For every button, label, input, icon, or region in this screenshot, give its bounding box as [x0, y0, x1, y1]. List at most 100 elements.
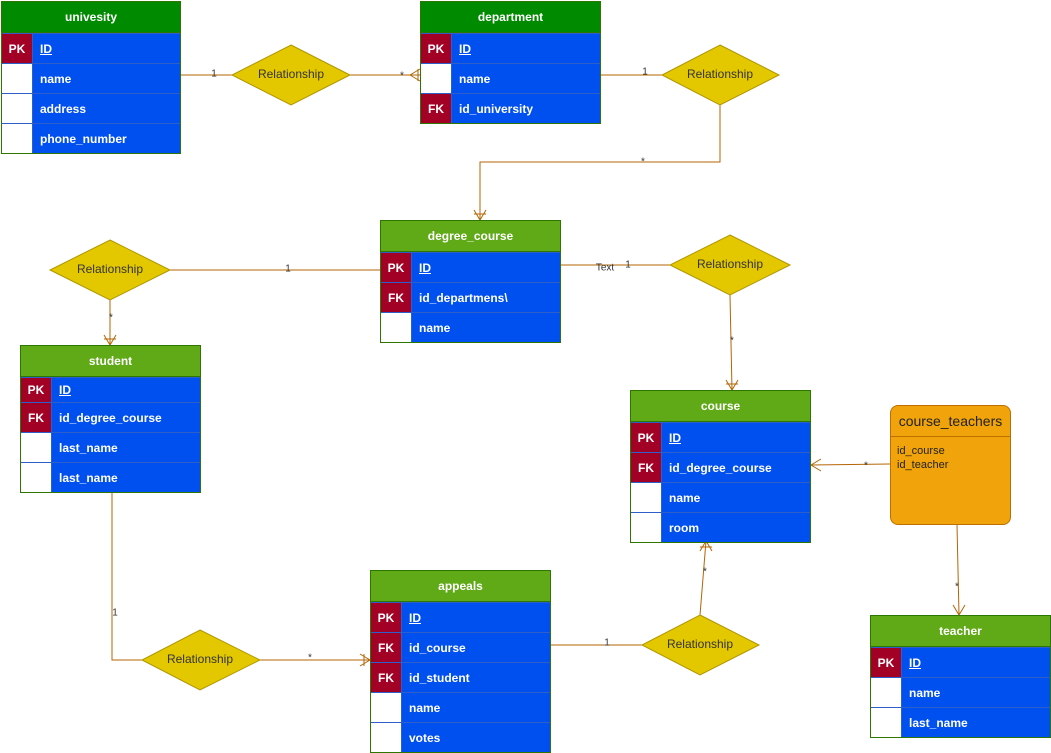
pk-badge: PK — [371, 603, 402, 632]
entity-row[interactable]: last_name — [21, 432, 200, 462]
entity-row[interactable]: name — [371, 692, 550, 722]
field-name: ID — [33, 34, 180, 63]
key-cell — [2, 94, 33, 123]
relationship-diamond-3[interactable] — [48, 239, 172, 301]
field-name: last_name — [52, 463, 200, 492]
fk-badge: FK — [631, 453, 662, 482]
edge-student-rel5 — [111, 486, 142, 661]
key-cell — [871, 678, 902, 707]
entity-title: degree_course — [381, 221, 560, 252]
field-name: ID — [402, 603, 550, 632]
field-name: name — [412, 313, 560, 342]
card-rel4-one: 1 — [625, 260, 631, 271]
card-student-many: * — [109, 313, 113, 324]
field-name: ID — [902, 648, 1050, 677]
field-name: ID — [662, 423, 810, 452]
entity-row[interactable]: last_name — [21, 462, 200, 492]
relationship-diamond-1[interactable] — [230, 44, 352, 106]
field-name: last_name — [52, 433, 200, 462]
relationship-label-5: Relationship — [167, 652, 233, 666]
relationship-diamond-4[interactable] — [668, 234, 792, 296]
entity-row[interactable]: last_name — [871, 707, 1050, 737]
edge-course-teachers-teacher — [956, 524, 960, 616]
field-name: room — [662, 513, 810, 542]
fk-badge: FK — [371, 663, 402, 692]
field-name: ID — [412, 253, 560, 282]
fk-badge: FK — [381, 283, 412, 312]
card-univesity-one: 1 — [211, 69, 217, 80]
entity-row[interactable]: name — [871, 677, 1050, 707]
entity-row[interactable]: address — [2, 93, 180, 123]
course-teachers-field: id_teacher — [897, 459, 949, 471]
edge-text-label: Text — [596, 263, 615, 274]
field-name: votes — [402, 723, 550, 752]
entity-title: teacher — [871, 616, 1050, 647]
key-cell — [2, 64, 33, 93]
field-name: id_university — [452, 94, 600, 123]
entity-row[interactable]: name — [381, 312, 560, 342]
pk-badge: PK — [381, 253, 412, 282]
fk-badge: FK — [21, 403, 52, 432]
card-course-teachers-many: * — [864, 461, 868, 472]
relationship-label-1: Relationship — [258, 67, 324, 81]
card-degree-course-one: 1 — [285, 264, 291, 275]
entity-row[interactable]: name — [2, 63, 180, 93]
edge-rel2-degree-course — [479, 100, 721, 220]
entity-title: univesity — [2, 2, 180, 33]
relationship-label-2: Relationship — [687, 67, 753, 81]
field-name: ID — [452, 34, 600, 63]
entity-course-teachers[interactable]: course_teachers id_course id_teacher — [890, 405, 1011, 525]
card-course-bottom-many: * — [703, 567, 707, 578]
key-cell — [21, 463, 52, 492]
field-name: name — [452, 64, 600, 93]
field-name: id_course — [402, 633, 550, 662]
key-cell — [21, 433, 52, 462]
pk-badge: PK — [421, 34, 452, 63]
key-cell — [631, 483, 662, 512]
field-name: ID — [52, 378, 200, 402]
card-department-one: 1 — [642, 67, 648, 78]
relationship-diamond-6[interactable] — [640, 614, 761, 676]
key-cell — [421, 64, 452, 93]
key-cell — [381, 313, 412, 342]
entity-row[interactable]: name — [421, 63, 600, 93]
key-cell — [371, 723, 402, 752]
field-name: name — [902, 678, 1050, 707]
pk-badge: PK — [631, 423, 662, 452]
field-name: id_departmens\ — [412, 283, 560, 312]
edge-rel6-course — [699, 540, 707, 616]
field-name: id_degree_course — [662, 453, 810, 482]
field-name: name — [33, 64, 180, 93]
entity-row[interactable]: votes — [371, 722, 550, 752]
relationship-diamond-2[interactable] — [660, 44, 781, 106]
entity-title: department — [421, 2, 600, 33]
card-course-many: * — [730, 336, 734, 347]
key-cell — [371, 693, 402, 722]
entity-row[interactable]: name — [631, 482, 810, 512]
relationship-diamond-5[interactable] — [140, 629, 262, 691]
entity-row[interactable]: room — [631, 512, 810, 542]
card-student-one: 1 — [112, 608, 118, 619]
key-cell — [871, 708, 902, 737]
entity-row[interactable]: phone_number — [2, 123, 180, 153]
